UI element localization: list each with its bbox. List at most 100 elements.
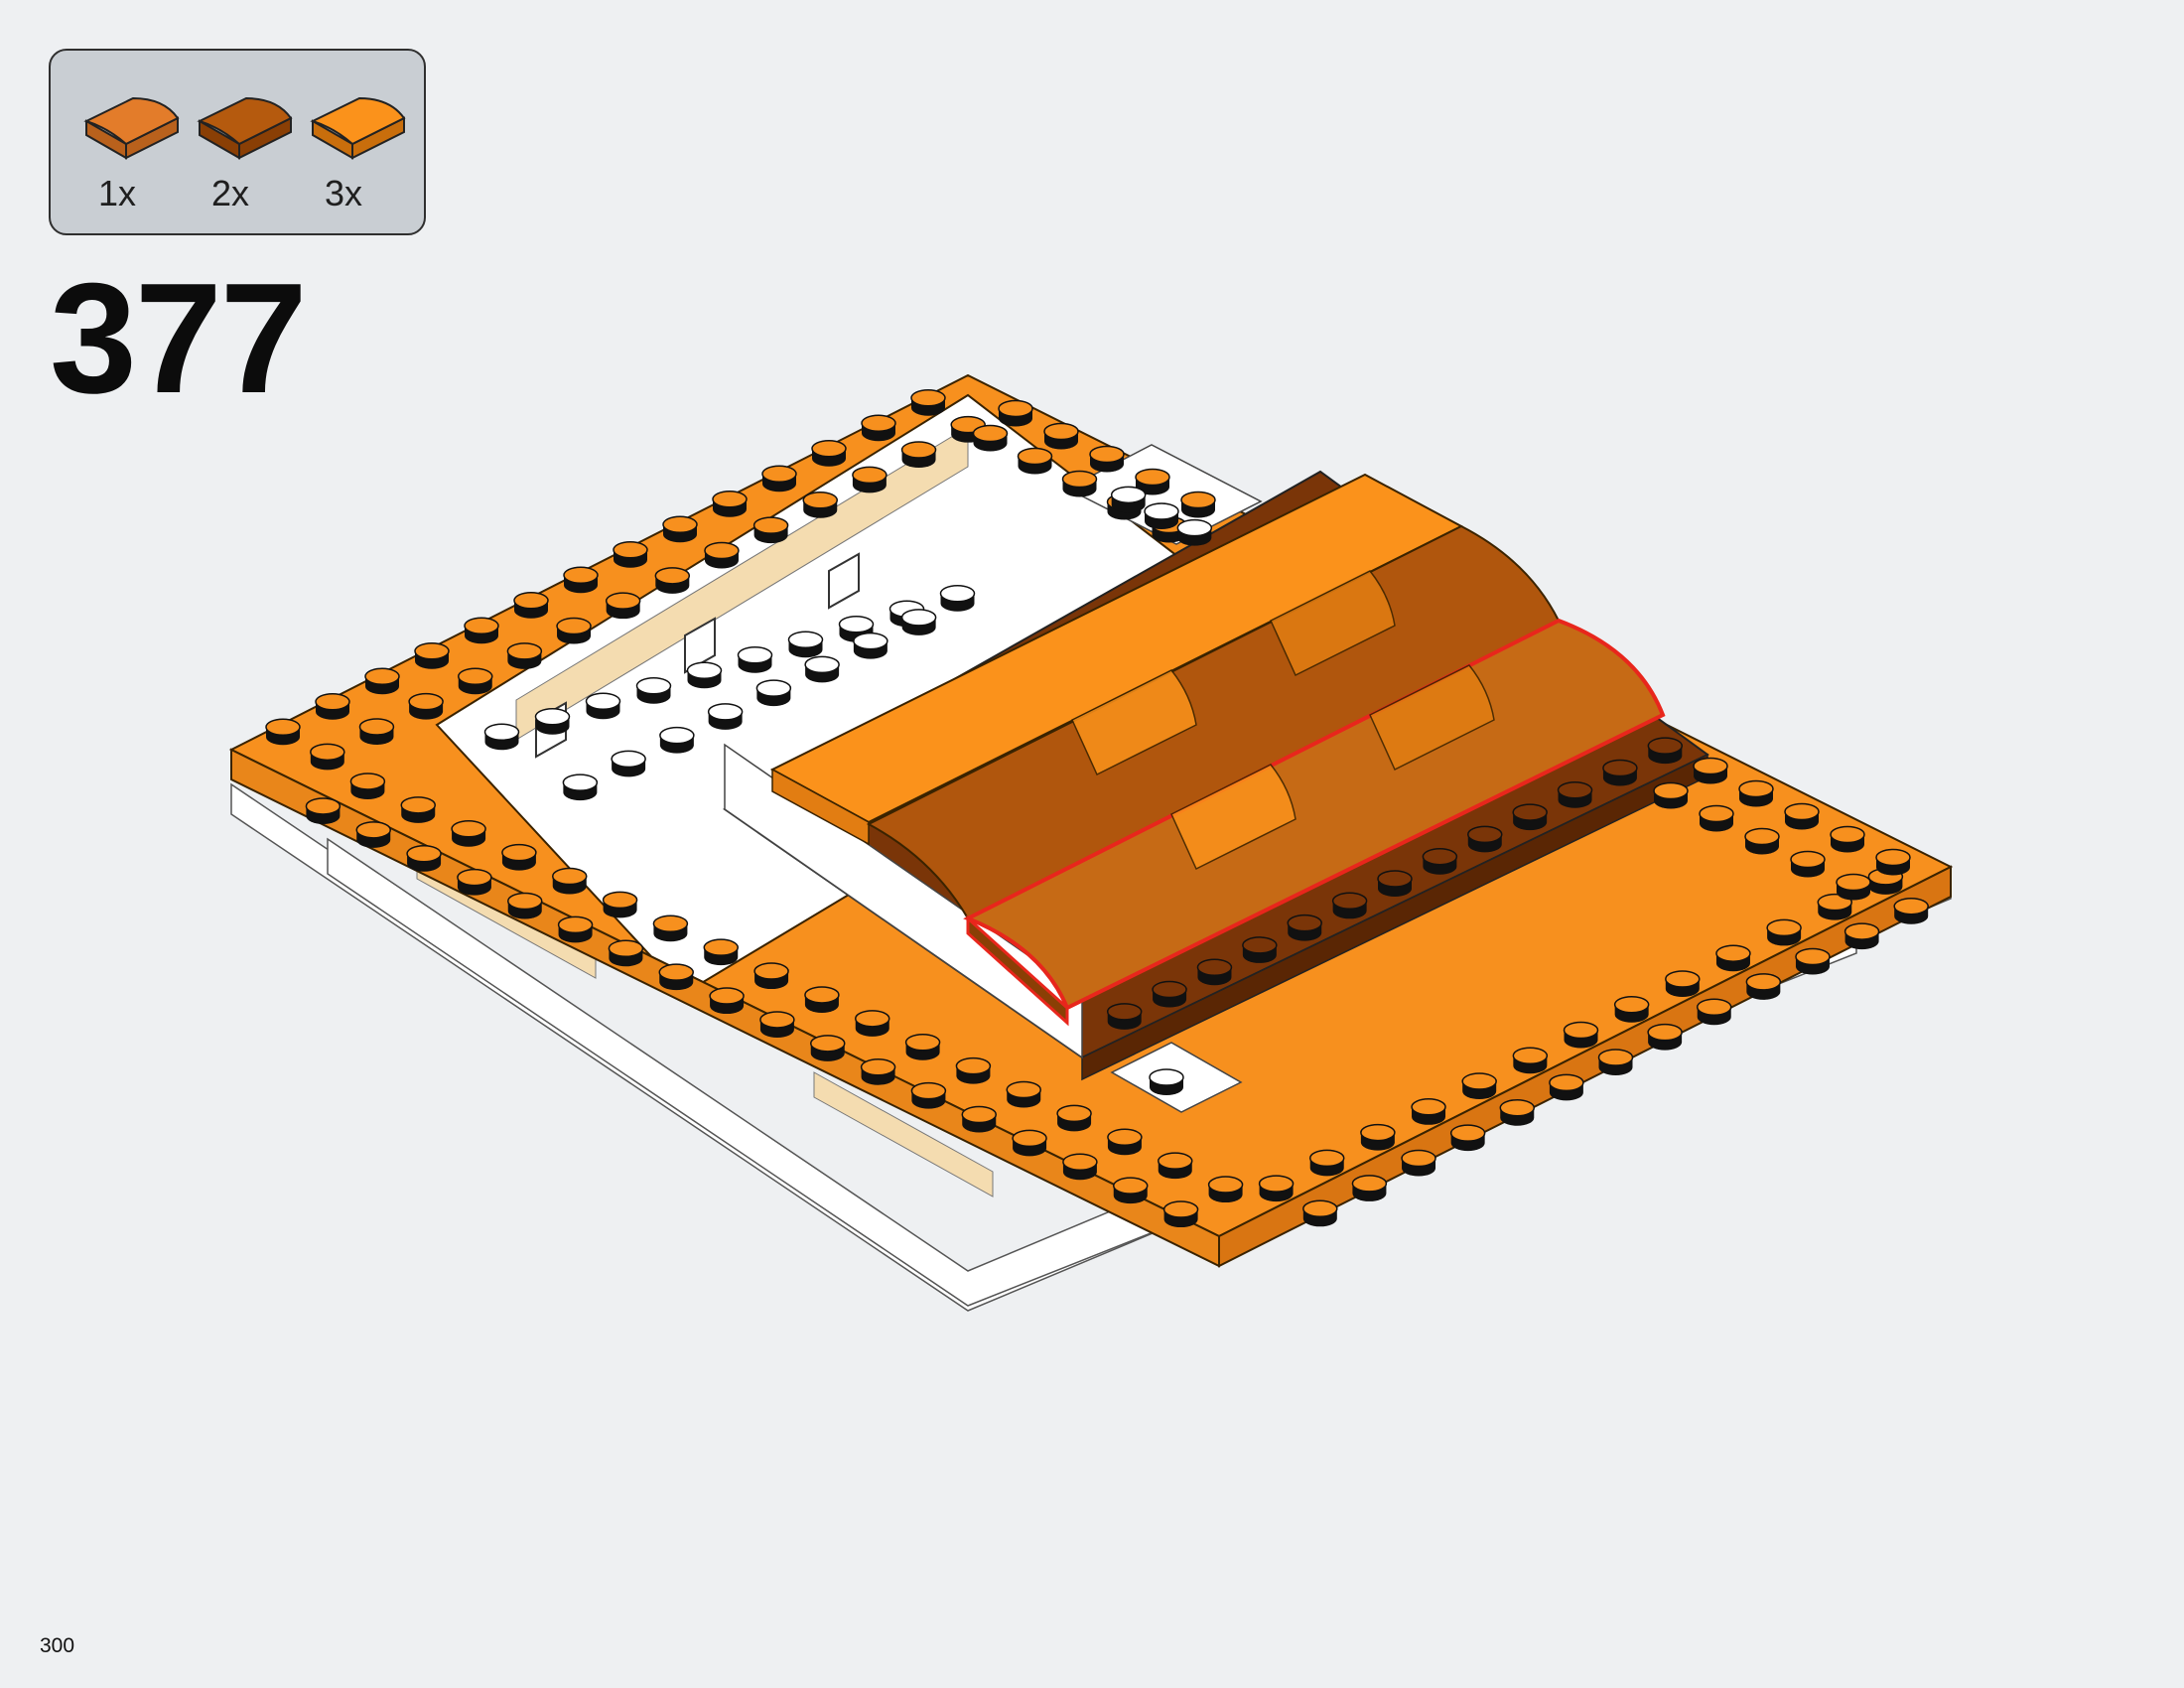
stud [811,440,847,467]
stud [1790,850,1826,878]
stud [265,718,301,746]
stud [1061,470,1098,497]
stud [602,891,638,918]
stud [1302,1199,1338,1227]
stud [704,541,740,569]
stud [1766,918,1802,946]
stud [562,774,599,801]
stud [506,642,543,669]
curved-roof-front-edge [966,914,1069,1027]
stud [464,617,499,644]
stud [1744,827,1780,855]
stud [1144,502,1179,529]
stud [1196,958,1233,986]
studs-layer [265,389,1929,1228]
stud [1180,491,1216,518]
stud [1006,1080,1041,1108]
stud [1563,1021,1599,1049]
stud [1875,848,1911,876]
stud [364,667,400,695]
stud [315,693,350,720]
stud [1647,737,1684,765]
stud [1331,892,1368,919]
stud [557,915,594,943]
stud [1207,1176,1244,1203]
stud [1499,1099,1536,1126]
stud [1113,1177,1149,1204]
stud [861,414,896,442]
stud [1696,998,1732,1026]
stud [804,655,840,683]
stud [1549,1073,1584,1101]
stud [458,667,493,695]
stud [658,963,694,991]
stud [753,962,789,990]
stud [585,692,621,720]
stud [414,642,450,669]
stud [900,441,937,469]
stud [972,424,1009,452]
stud [1308,1149,1345,1177]
stud [1817,893,1853,920]
part-curved-slope-3: 3x [305,76,414,215]
stud [563,566,599,594]
stud [355,821,391,848]
part-curved-slope-1: 1x [78,76,188,215]
curved-slope-brick-icon [83,96,180,160]
stud [755,679,792,707]
stud [1351,1175,1388,1201]
stud [1107,1128,1143,1156]
stud [1401,1149,1436,1177]
parts-callout: 1x 2x 3x [49,49,426,235]
stud [1693,757,1728,784]
stud [611,750,646,777]
stud [1467,825,1503,853]
stud [635,677,672,704]
part-quantity: 2x [211,173,250,213]
stud [1745,973,1782,1000]
stud [608,939,644,967]
stud [852,466,887,493]
base-tan-strip [813,1071,994,1197]
stud [662,515,698,543]
stud [787,631,824,658]
stud [1062,1153,1098,1181]
stud [1162,1200,1199,1228]
stud [1738,779,1774,807]
stud [507,892,543,919]
stud [1017,447,1053,475]
stud [1149,1068,1184,1095]
stud [709,987,745,1015]
stud [1012,1129,1047,1157]
stud [1158,1152,1193,1180]
roof-panel [1270,570,1396,677]
roof-panel [1369,664,1495,772]
stud [1830,825,1865,853]
stud [1647,1023,1683,1051]
stud [534,708,571,735]
part-quantity: 1x [98,173,137,213]
stud [1512,1047,1549,1074]
inner-tan-wall [515,426,969,741]
stud [804,986,840,1013]
stud [1613,995,1650,1023]
stud [1602,759,1638,786]
stud [513,592,549,619]
stud [1795,947,1831,975]
roof-panel [1071,669,1197,776]
stud [1557,781,1593,808]
stud [1242,936,1278,963]
stud [1056,1104,1092,1132]
stud [860,1057,896,1085]
stud [613,541,648,568]
stud [1152,980,1187,1008]
curved-slope-brick-icon [310,96,406,160]
stud [349,773,386,799]
stud [1699,804,1734,832]
orange-tile-row-edge [771,768,870,846]
stud [910,1081,947,1109]
stud [1461,1072,1497,1100]
stud [686,661,723,689]
stud [1360,1123,1396,1151]
